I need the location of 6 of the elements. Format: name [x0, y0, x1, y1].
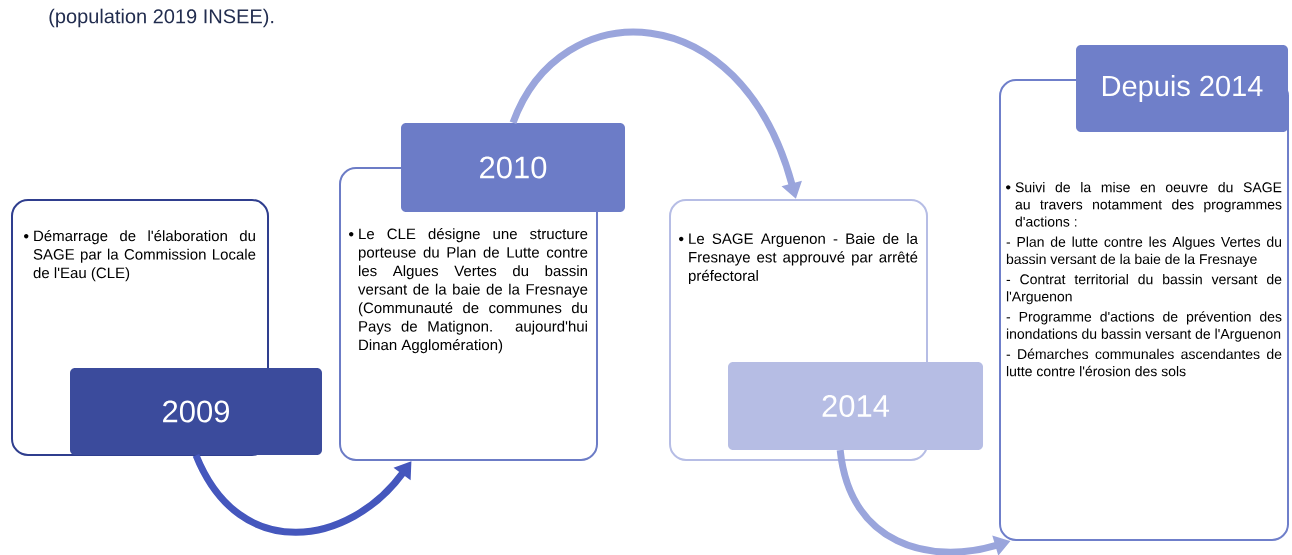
year-box: Depuis 2014 — [1076, 45, 1288, 132]
year-box: 2010 — [401, 123, 625, 212]
year-box: 2009 — [70, 368, 322, 455]
year-box: 2014 — [728, 362, 983, 450]
caption-text: (population 2019 INSEE). — [49, 8, 274, 28]
curved-arrow — [192, 453, 412, 536]
